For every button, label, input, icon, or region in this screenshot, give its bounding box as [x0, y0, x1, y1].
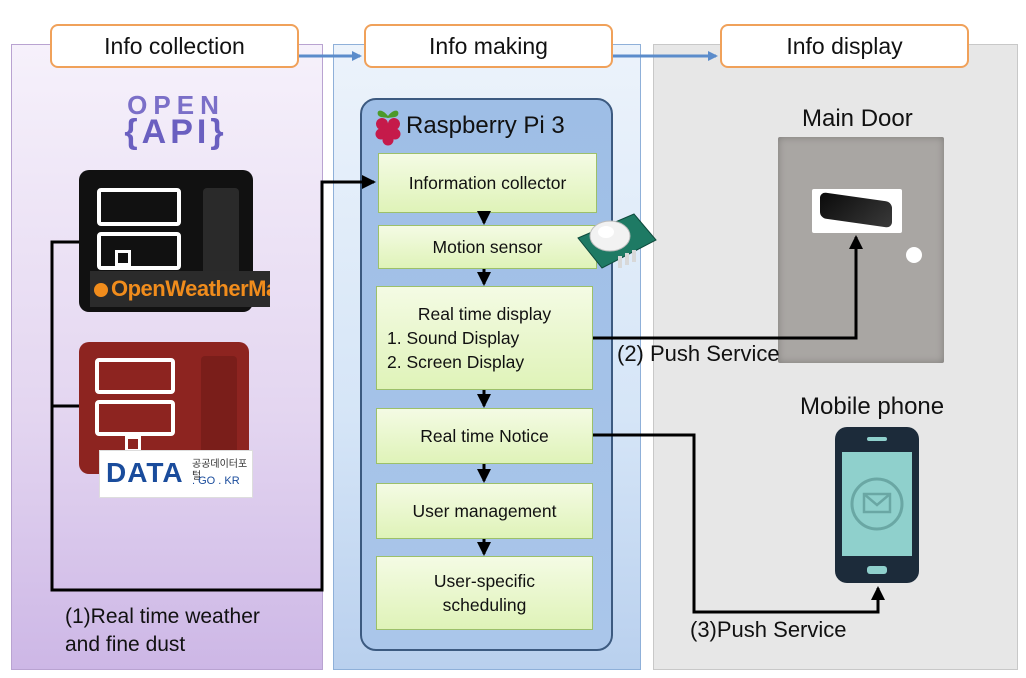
step-label: Motion sensor — [432, 237, 543, 257]
push-service-2-label: (2) Push Service — [617, 341, 780, 366]
push-service-3-label: (3)Push Service — [690, 617, 847, 642]
open-api-logo-top: OPEN — [127, 90, 225, 120]
caption-line-2: and fine dust — [65, 633, 186, 656]
data-go-kr-logo: DATA 공공데이터포털 . GO . KR — [99, 450, 253, 498]
connector-push-to-door — [593, 235, 863, 340]
step-label: Information collector — [408, 173, 567, 193]
phase-info-collection: Info collection — [50, 24, 299, 68]
pir-sensor-icon — [572, 210, 660, 272]
step-user-specific-scheduling: User-specific scheduling — [376, 556, 593, 630]
open-api-logo-bottom: {API} — [124, 113, 228, 151]
data-logo-domain: . GO . KR — [192, 475, 240, 487]
main-door-label: Main Door — [802, 105, 913, 132]
raspberry-pi-icon — [372, 106, 404, 146]
phase-info-display: Info display — [720, 24, 969, 68]
step-label: Real time Notice — [420, 426, 549, 446]
raspberry-pi-title: Raspberry Pi 3 — [406, 112, 565, 139]
step-real-time-display: Real time display 1. Sound Display 2. Sc… — [376, 286, 593, 390]
data-logo-korean: 공공데이터포털 — [192, 459, 248, 482]
mobile-phone-icon — [834, 426, 920, 584]
step-label: User management — [412, 501, 557, 521]
step-user-management: User management — [376, 483, 593, 539]
step-real-time-notice: Real time Notice — [376, 408, 593, 464]
caption-line-1: (1)Real time weather — [65, 605, 260, 628]
mobile-phone-label: Mobile phone — [800, 393, 945, 420]
data-logo-main: DATA — [106, 457, 184, 488]
connector-push-to-phone — [593, 433, 885, 614]
main-door-image — [778, 137, 944, 363]
step-line: Real time display — [417, 304, 552, 324]
step-line: scheduling — [442, 595, 527, 615]
openweathermap-logo: OpenWeatherMap — [90, 271, 270, 307]
phase-info-making: Info making — [364, 24, 613, 68]
step-line: 1. Sound Display — [387, 328, 520, 348]
openweathermap-logo-text: OpenWeatherMap — [111, 276, 270, 301]
step-line: User-specific — [433, 571, 536, 591]
caption-weather-dust: (1)Real time weather and fine dust — [65, 603, 260, 659]
connector-sources-to-collector — [50, 175, 376, 592]
step-line: 2. Screen Display — [387, 352, 525, 372]
step-motion-sensor: Motion sensor — [378, 225, 597, 269]
